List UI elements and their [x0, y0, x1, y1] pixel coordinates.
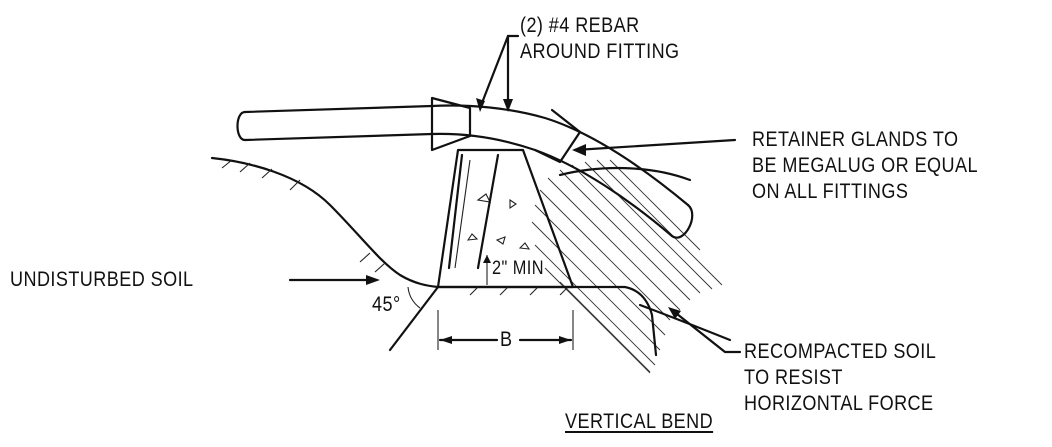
base-soil-hatch: [469, 286, 569, 296]
rebar-label-line1: (2) #4 REBAR: [520, 14, 640, 37]
undisturbed-leader-arrow: [366, 275, 380, 285]
angle-label: 45°: [372, 293, 401, 316]
undisturbed-soil-hatch: [221, 159, 386, 273]
angle-45-line: [388, 285, 440, 352]
recompacted-label-line3: HORIZONTAL FORCE: [744, 392, 934, 415]
base-ground-line: [436, 285, 658, 357]
angle-45-arc: [407, 286, 421, 309]
retainer-leader-arrow: [572, 144, 586, 156]
width-b-label: B: [500, 328, 513, 351]
retainer-label-line1: RETAINER GLANDS TO: [752, 128, 959, 151]
retainer-label-line2: BE MEGALUG OR EQUAL: [752, 154, 978, 177]
recompacted-leader-arrow: [668, 307, 681, 319]
recompacted-leader: [670, 308, 742, 354]
min-dim-arrow: [483, 255, 491, 263]
dimension-b: [437, 310, 574, 350]
drawing-title: VERTICAL BEND: [565, 410, 714, 433]
recompacted-soil-outline: [558, 166, 692, 182]
pipe: [236, 96, 694, 239]
rebar-label-line2: AROUND FITTING: [520, 40, 680, 63]
concrete-aggregate: [466, 193, 531, 250]
min-clearance-label: 2" MIN: [492, 258, 544, 279]
recompacted-label-line1: RECOMPACTED SOIL: [744, 340, 937, 363]
undisturbed-ground-line: [210, 156, 440, 289]
undisturbed-soil-label: UNDISTURBED SOIL: [10, 268, 194, 291]
retainer-label-line3: ON ALL FITTINGS: [752, 180, 909, 203]
retainer-leader: [573, 138, 737, 152]
rebar-leader: [476, 34, 520, 112]
rebar: [447, 153, 500, 270]
recompacted-label-line2: TO RESIST: [744, 366, 843, 389]
